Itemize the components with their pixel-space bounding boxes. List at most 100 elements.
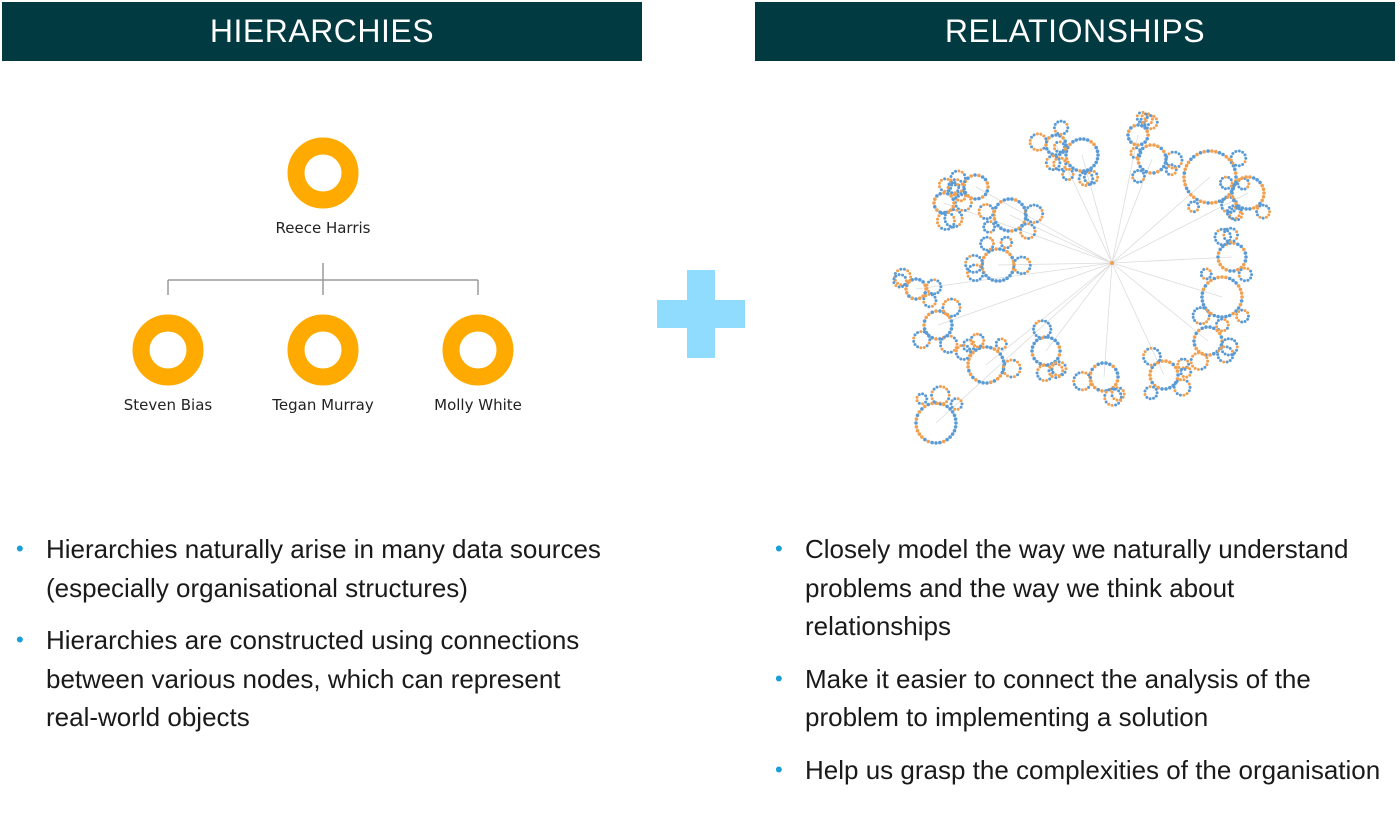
network-node [1077,177,1081,181]
network-node [1016,271,1020,274]
network-node [1223,230,1227,234]
network-node [1032,233,1036,237]
network-node [1092,163,1096,168]
network-node [1195,152,1199,157]
network-node [1030,145,1034,149]
network-node [995,376,1000,381]
network-node [991,238,995,242]
network-node [1064,367,1068,371]
bullet-dot-icon: • [775,536,783,561]
network-node [963,208,967,212]
network-node [1145,126,1149,130]
network-node [1084,387,1088,391]
network-node [1261,187,1266,191]
network-node [1013,268,1017,272]
network-node [994,344,998,348]
network-node [1040,208,1044,212]
network-node [1218,331,1222,336]
network-node [1180,158,1184,162]
network-node [1089,383,1092,386]
network-node [959,405,963,409]
network-node [1234,150,1238,153]
child-node-ring-2[interactable] [287,314,359,386]
network-node [1115,379,1120,383]
network-node [939,188,943,192]
network-node [1002,228,1007,232]
network-node [1045,147,1049,151]
network-node [966,274,970,278]
network-edge [1111,256,1233,264]
network-node [951,205,955,209]
network-node [1018,370,1022,374]
network-node [1162,149,1166,154]
network-node [946,186,950,190]
child-node-ring-1[interactable] [132,314,204,386]
network-node [926,439,931,444]
network-node [1234,281,1238,285]
network-node [1152,126,1156,130]
network-node [965,338,969,342]
network-node [1008,252,1012,257]
network-node [1026,270,1030,273]
network-node [1000,244,1004,248]
network-node [969,174,973,178]
network-node [1064,143,1068,147]
network-node [1062,120,1066,124]
network-node [957,169,961,173]
network-node [1020,224,1024,228]
network-node [1070,169,1074,173]
network-node [1026,218,1030,222]
network-node [936,279,940,283]
network-node [1035,220,1039,224]
network-node [1224,275,1228,280]
network-node [1223,318,1227,322]
network-node [1144,119,1148,123]
root-node-ring[interactable] [287,137,359,209]
network-node [1212,313,1217,318]
network-node [1084,184,1088,187]
network-node [999,241,1003,244]
network-node [1231,152,1235,155]
network-node [943,216,947,220]
child-node-ring-3[interactable] [442,314,514,386]
network-node [1204,325,1208,329]
network-node [1131,173,1135,177]
network-node [1231,163,1236,168]
network-node [1165,162,1169,166]
network-node [1195,321,1199,325]
network-node [923,291,927,295]
network-node [1216,356,1220,360]
network-node [1152,171,1156,175]
network-node [1080,370,1084,374]
network-node [1236,242,1240,247]
network-node [952,208,955,212]
network-node [1246,185,1250,189]
network-node [1227,313,1232,318]
network-node [1143,126,1147,130]
network-node [1236,233,1239,237]
network-node [1188,385,1192,389]
network-node [927,292,931,296]
network-node [922,323,926,327]
network-node [1193,309,1197,313]
network-node [1203,353,1207,357]
bullet-dot-icon: • [775,665,783,691]
network-node [1167,164,1171,168]
network-node [1186,160,1191,165]
network-node [992,347,997,351]
network-node [1041,363,1045,367]
network-edge [1103,262,1113,378]
network-node [1048,167,1052,171]
network-node [1232,269,1236,273]
network-node [1010,229,1014,233]
network-node [994,279,998,283]
network-node [975,345,979,349]
network-node [1177,164,1181,168]
network-node [1230,207,1234,211]
network-node [1150,380,1154,385]
network-node [1006,374,1009,378]
network-node [1176,362,1180,366]
network-node [1042,146,1046,150]
network-node [1037,335,1041,339]
network-node [1182,175,1186,179]
